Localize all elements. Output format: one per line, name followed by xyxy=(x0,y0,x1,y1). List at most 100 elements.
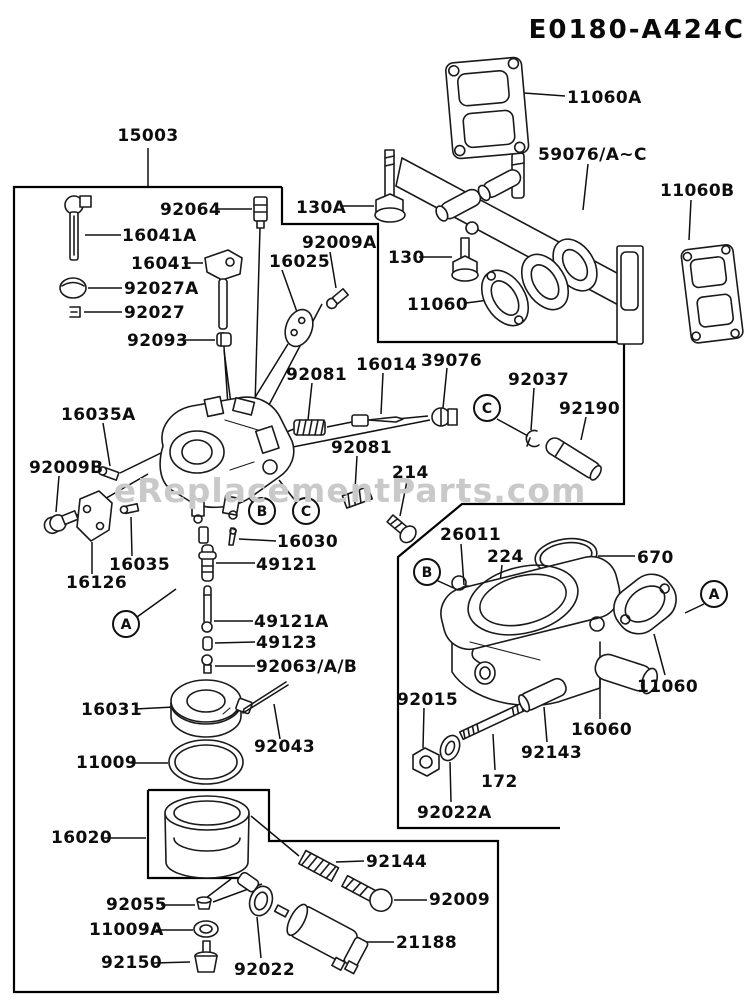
callout-b: B xyxy=(248,497,276,525)
part-float-bowl xyxy=(164,795,260,893)
part-label-92093: 92093 xyxy=(127,331,188,351)
callout-circle xyxy=(700,580,728,608)
callout-circle xyxy=(473,394,501,422)
part-tube-92190 xyxy=(545,437,602,481)
part-bushing xyxy=(216,332,232,347)
part-oring-92055 xyxy=(196,896,212,910)
leader-line xyxy=(273,703,281,740)
part-plate-16126 xyxy=(76,490,113,542)
part-label-16060: 16060 xyxy=(571,720,632,740)
part-gasket-11009a xyxy=(193,920,219,938)
part-label-11060A: 11060A xyxy=(567,88,642,108)
part-label-92009B: 92009B xyxy=(29,458,104,478)
leader-line xyxy=(238,538,277,542)
part-spring-92144 xyxy=(298,849,340,882)
callout-c: C xyxy=(473,394,501,422)
part-label-92150: 92150 xyxy=(101,953,162,973)
part-label-92022A: 92022A xyxy=(417,803,492,823)
callout-circle xyxy=(292,497,320,525)
part-label-92143: 92143 xyxy=(521,743,582,763)
assembly-line xyxy=(223,349,232,405)
part-label-92055: 92055 xyxy=(106,895,167,915)
leader-line xyxy=(460,543,465,586)
part-label-16031: 16031 xyxy=(81,700,142,720)
part-label-92064: 92064 xyxy=(160,200,221,220)
part-jet-holder xyxy=(202,636,213,651)
part-valve-seat xyxy=(284,288,349,348)
part-drawings xyxy=(43,56,744,975)
leader-line xyxy=(214,641,256,644)
watermark-text: eReplacementParts.com xyxy=(114,471,587,510)
part-screw-214 xyxy=(386,514,417,544)
part-label-92009: 92009 xyxy=(429,890,490,910)
part-needle-valve xyxy=(198,526,237,546)
part-label-16126: 16126 xyxy=(66,573,127,593)
leader-line xyxy=(582,163,589,211)
part-clip xyxy=(69,306,81,318)
part-flange-bolt-130 xyxy=(451,237,479,282)
part-label-49123: 49123 xyxy=(256,633,317,653)
part-number-labels: 150039206416041A1604192027A9202792093130… xyxy=(29,88,734,980)
leader-line xyxy=(380,372,384,415)
leader-line xyxy=(492,733,496,771)
part-drain-bolt xyxy=(194,940,218,973)
callout-circle xyxy=(112,610,140,638)
leader-line xyxy=(153,961,191,964)
leader-line xyxy=(329,251,337,289)
leader-line xyxy=(653,633,666,676)
part-pilot-jet xyxy=(253,196,268,229)
part-label-224: 224 xyxy=(487,547,524,567)
leader-line xyxy=(422,707,425,749)
diagram-code-title: E0180-A424C xyxy=(529,15,745,45)
part-label-92144: 92144 xyxy=(366,852,427,872)
part-label-16025: 16025 xyxy=(269,252,330,272)
assembly-line xyxy=(205,878,232,899)
part-gasket-11060a xyxy=(445,56,530,160)
part-label-92037: 92037 xyxy=(508,370,569,390)
callout-b: B xyxy=(413,558,441,586)
part-fuel-solenoid xyxy=(273,903,369,975)
part-label-16014: 16014 xyxy=(356,355,417,375)
part-main-jet xyxy=(201,654,213,674)
part-collar-92143 xyxy=(518,677,567,713)
part-label-92081-b: 92081 xyxy=(331,438,392,458)
part-washer-92022a xyxy=(439,734,461,762)
part-pilot-screw xyxy=(351,414,404,427)
part-label-92027A: 92027A xyxy=(124,279,199,299)
part-label-15003: 15003 xyxy=(117,126,178,146)
part-label-49121: 49121 xyxy=(256,555,317,575)
assembly-line xyxy=(684,603,705,614)
assembly-line xyxy=(119,451,164,474)
part-screw-16035a xyxy=(97,466,120,481)
part-label-49121A: 49121A xyxy=(254,612,329,632)
part-float xyxy=(170,679,253,738)
assembly-line xyxy=(496,418,529,437)
part-label-130A: 130A xyxy=(296,198,347,218)
leader-line xyxy=(530,387,535,431)
part-nut-92015 xyxy=(412,747,440,777)
part-spring-92081a xyxy=(293,419,326,436)
assembly-line xyxy=(326,421,353,428)
leader-line xyxy=(399,480,408,517)
part-label-59076: 59076/A~C xyxy=(538,145,647,165)
part-label-11009: 11009 xyxy=(76,753,137,773)
part-label-11060-mid: 11060 xyxy=(407,295,468,315)
part-washer-92022 xyxy=(248,885,274,917)
part-label-214: 214 xyxy=(392,463,429,483)
part-label-16020: 16020 xyxy=(51,828,112,848)
assembly-line xyxy=(136,588,177,618)
callout-letter: C xyxy=(482,401,492,417)
part-bowl-gasket xyxy=(168,739,244,785)
part-label-92022: 92022 xyxy=(234,960,295,980)
part-label-16030: 16030 xyxy=(277,532,338,552)
part-main-nozzle xyxy=(198,544,217,582)
part-label-21188: 21188 xyxy=(396,933,457,953)
callout-letter: C xyxy=(301,504,311,520)
assembly-line xyxy=(278,479,298,504)
leader-line xyxy=(688,199,692,241)
leader-line xyxy=(580,416,587,441)
part-label-670: 670 xyxy=(637,548,674,568)
part-label-16035: 16035 xyxy=(109,555,170,575)
part-throttle-shaft xyxy=(204,249,243,330)
